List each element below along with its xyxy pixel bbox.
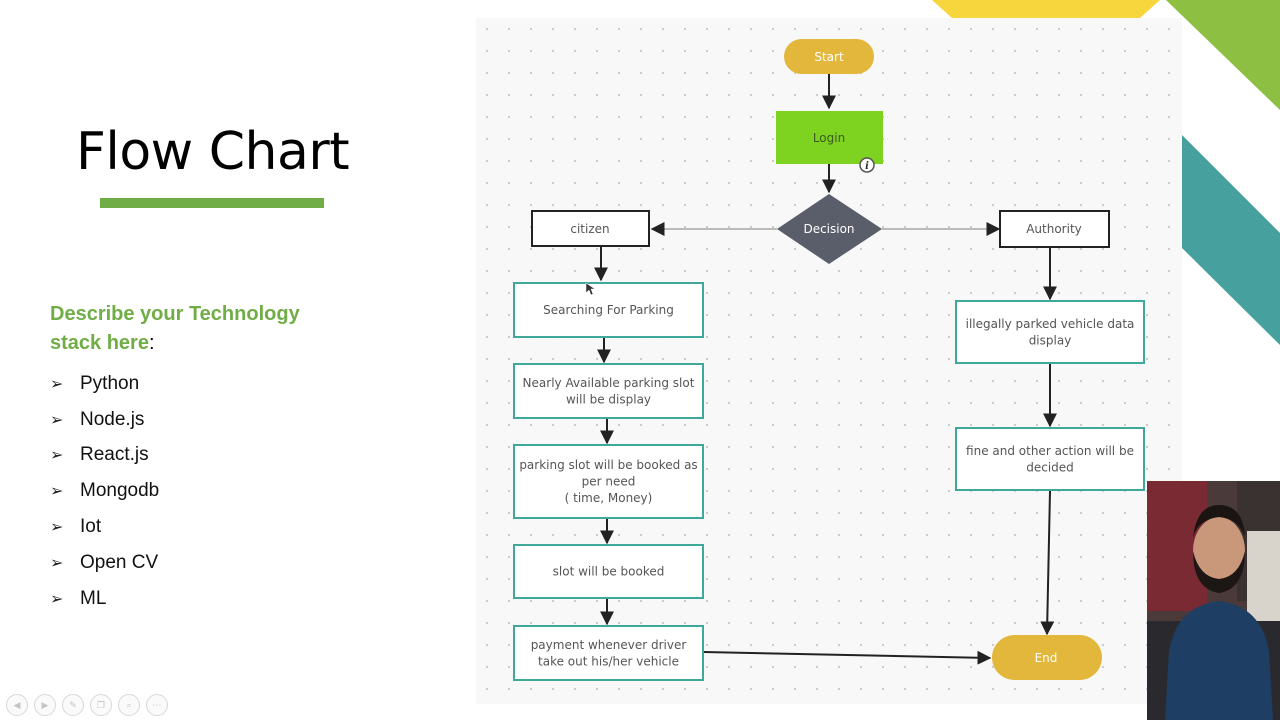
citizen-step-box-line: payment whenever driver: [531, 638, 687, 652]
prev-icon[interactable]: ◀: [6, 694, 28, 716]
tech-stack-item: ➢ Node.js: [50, 402, 159, 438]
arrow-bullet-icon: ➢: [50, 554, 64, 572]
info-icon-glyph: i: [865, 161, 869, 172]
flowchart-panel: [476, 18, 1182, 704]
node-citizen: citizen: [531, 210, 650, 247]
zoom-icon[interactable]: ⌕: [118, 694, 140, 716]
tech-stack-item: ➢ React.js: [50, 438, 159, 474]
citizen-step-box: parking slot will be booked as per need ( …: [513, 444, 704, 519]
arrow-bullet-icon: ➢: [50, 375, 64, 393]
arrow-bullet-icon: ➢: [50, 519, 64, 537]
node-login-label: Login: [813, 131, 845, 145]
title-underline: [100, 198, 324, 208]
more-icon[interactable]: ⋯: [146, 694, 168, 716]
tech-stack-item-label: Node.js: [80, 408, 145, 430]
node-decision: Decision: [777, 194, 882, 264]
tech-stack-item: ➢ Open CV: [50, 545, 159, 581]
citizen-step-box-line: ( time, Money): [565, 491, 653, 505]
node-end: End: [992, 635, 1102, 680]
citizen-step-box-line: will be display: [566, 392, 651, 406]
citizen-step-box-line: take out his/her vehicle: [538, 654, 679, 668]
tech-stack-item-label: React.js: [80, 444, 149, 466]
slide-title: Flow Chart: [76, 122, 350, 182]
tech-stack-item-label: Iot: [80, 516, 102, 538]
tech-stack-item: ➢ Python: [50, 366, 159, 402]
node-start-label: Start: [814, 50, 844, 64]
tech-stack-item-label: ML: [80, 587, 107, 609]
node-start: Start: [784, 39, 874, 74]
citizen-step-box-line: per need: [582, 475, 636, 489]
citizen-step-box: Nearly Available parking slot will be dis…: [513, 363, 704, 419]
authority-step-box: fine and other action will be decided: [955, 427, 1145, 491]
tech-stack-list: ➢ Python ➢ Node.js ➢ React.js ➢ Mongodb ➢ Iot ➢ Ope…: [50, 366, 159, 617]
webcam-overlay: [1147, 481, 1280, 720]
stack-heading-text: Describe your Technology stack here: [50, 303, 300, 354]
node-citizen-label: citizen: [570, 222, 609, 236]
citizen-step-box: Searching For Parking: [513, 282, 704, 338]
stack-heading-colon: :: [148, 332, 155, 354]
tech-stack-item-label: Python: [80, 372, 140, 394]
arrow-bullet-icon: ➢: [50, 483, 64, 501]
connectors: [594, 74, 1057, 665]
authority-step-box-line: decided: [1026, 460, 1074, 474]
mouse-cursor-icon: [585, 282, 596, 296]
tech-stack-item-label: Open CV: [80, 551, 159, 573]
authority-step-box-line: display: [1029, 333, 1072, 347]
tech-stack-item: ➢ ML: [50, 581, 159, 617]
citizen-step-box-line: Nearly Available parking slot: [523, 376, 695, 390]
tech-stack-item: ➢ Mongodb: [50, 473, 159, 509]
citizen-step-box-line: Searching For Parking: [543, 303, 674, 317]
player-controls: ◀ ▶ ✎ ❐ ⌕ ⋯: [6, 694, 168, 716]
node-authority-label: Authority: [1026, 222, 1082, 236]
tech-stack-item-label: Mongodb: [80, 480, 160, 502]
node-decision-label: Decision: [803, 222, 854, 236]
stack-heading: Describe your Technology stack here:: [50, 300, 350, 358]
pen-icon[interactable]: ✎: [62, 694, 84, 716]
authority-step-box-line: fine and other action will be: [966, 444, 1134, 458]
arrow-payment-to-end: [703, 650, 992, 665]
authority-steps: illegally parked vehicle data display fine…: [955, 300, 1145, 491]
copy-icon[interactable]: ❐: [90, 694, 112, 716]
node-login: Login i: [776, 111, 883, 173]
tech-stack-item: ➢ Iot: [50, 509, 159, 545]
node-authority: Authority: [999, 210, 1110, 248]
arrow-bullet-icon: ➢: [50, 411, 64, 429]
citizen-step-box-line: slot will be booked: [553, 565, 665, 579]
citizen-step-box: payment whenever driver take out his/her …: [513, 625, 704, 681]
node-end-label: End: [1035, 651, 1058, 665]
info-icon[interactable]: [859, 157, 875, 173]
citizen-step-box: slot will be booked: [513, 544, 704, 599]
authority-step-box-line: illegally parked vehicle data: [966, 317, 1135, 331]
arrow-bullet-icon: ➢: [50, 447, 64, 465]
arrow-fine-to-end: [1040, 490, 1055, 636]
presenter-video: [1147, 481, 1280, 720]
citizen-step-box-line: parking slot will be booked as: [519, 458, 697, 472]
next-icon[interactable]: ▶: [34, 694, 56, 716]
arrow-bullet-icon: ➢: [50, 590, 64, 608]
authority-step-box: illegally parked vehicle data display: [955, 300, 1145, 364]
